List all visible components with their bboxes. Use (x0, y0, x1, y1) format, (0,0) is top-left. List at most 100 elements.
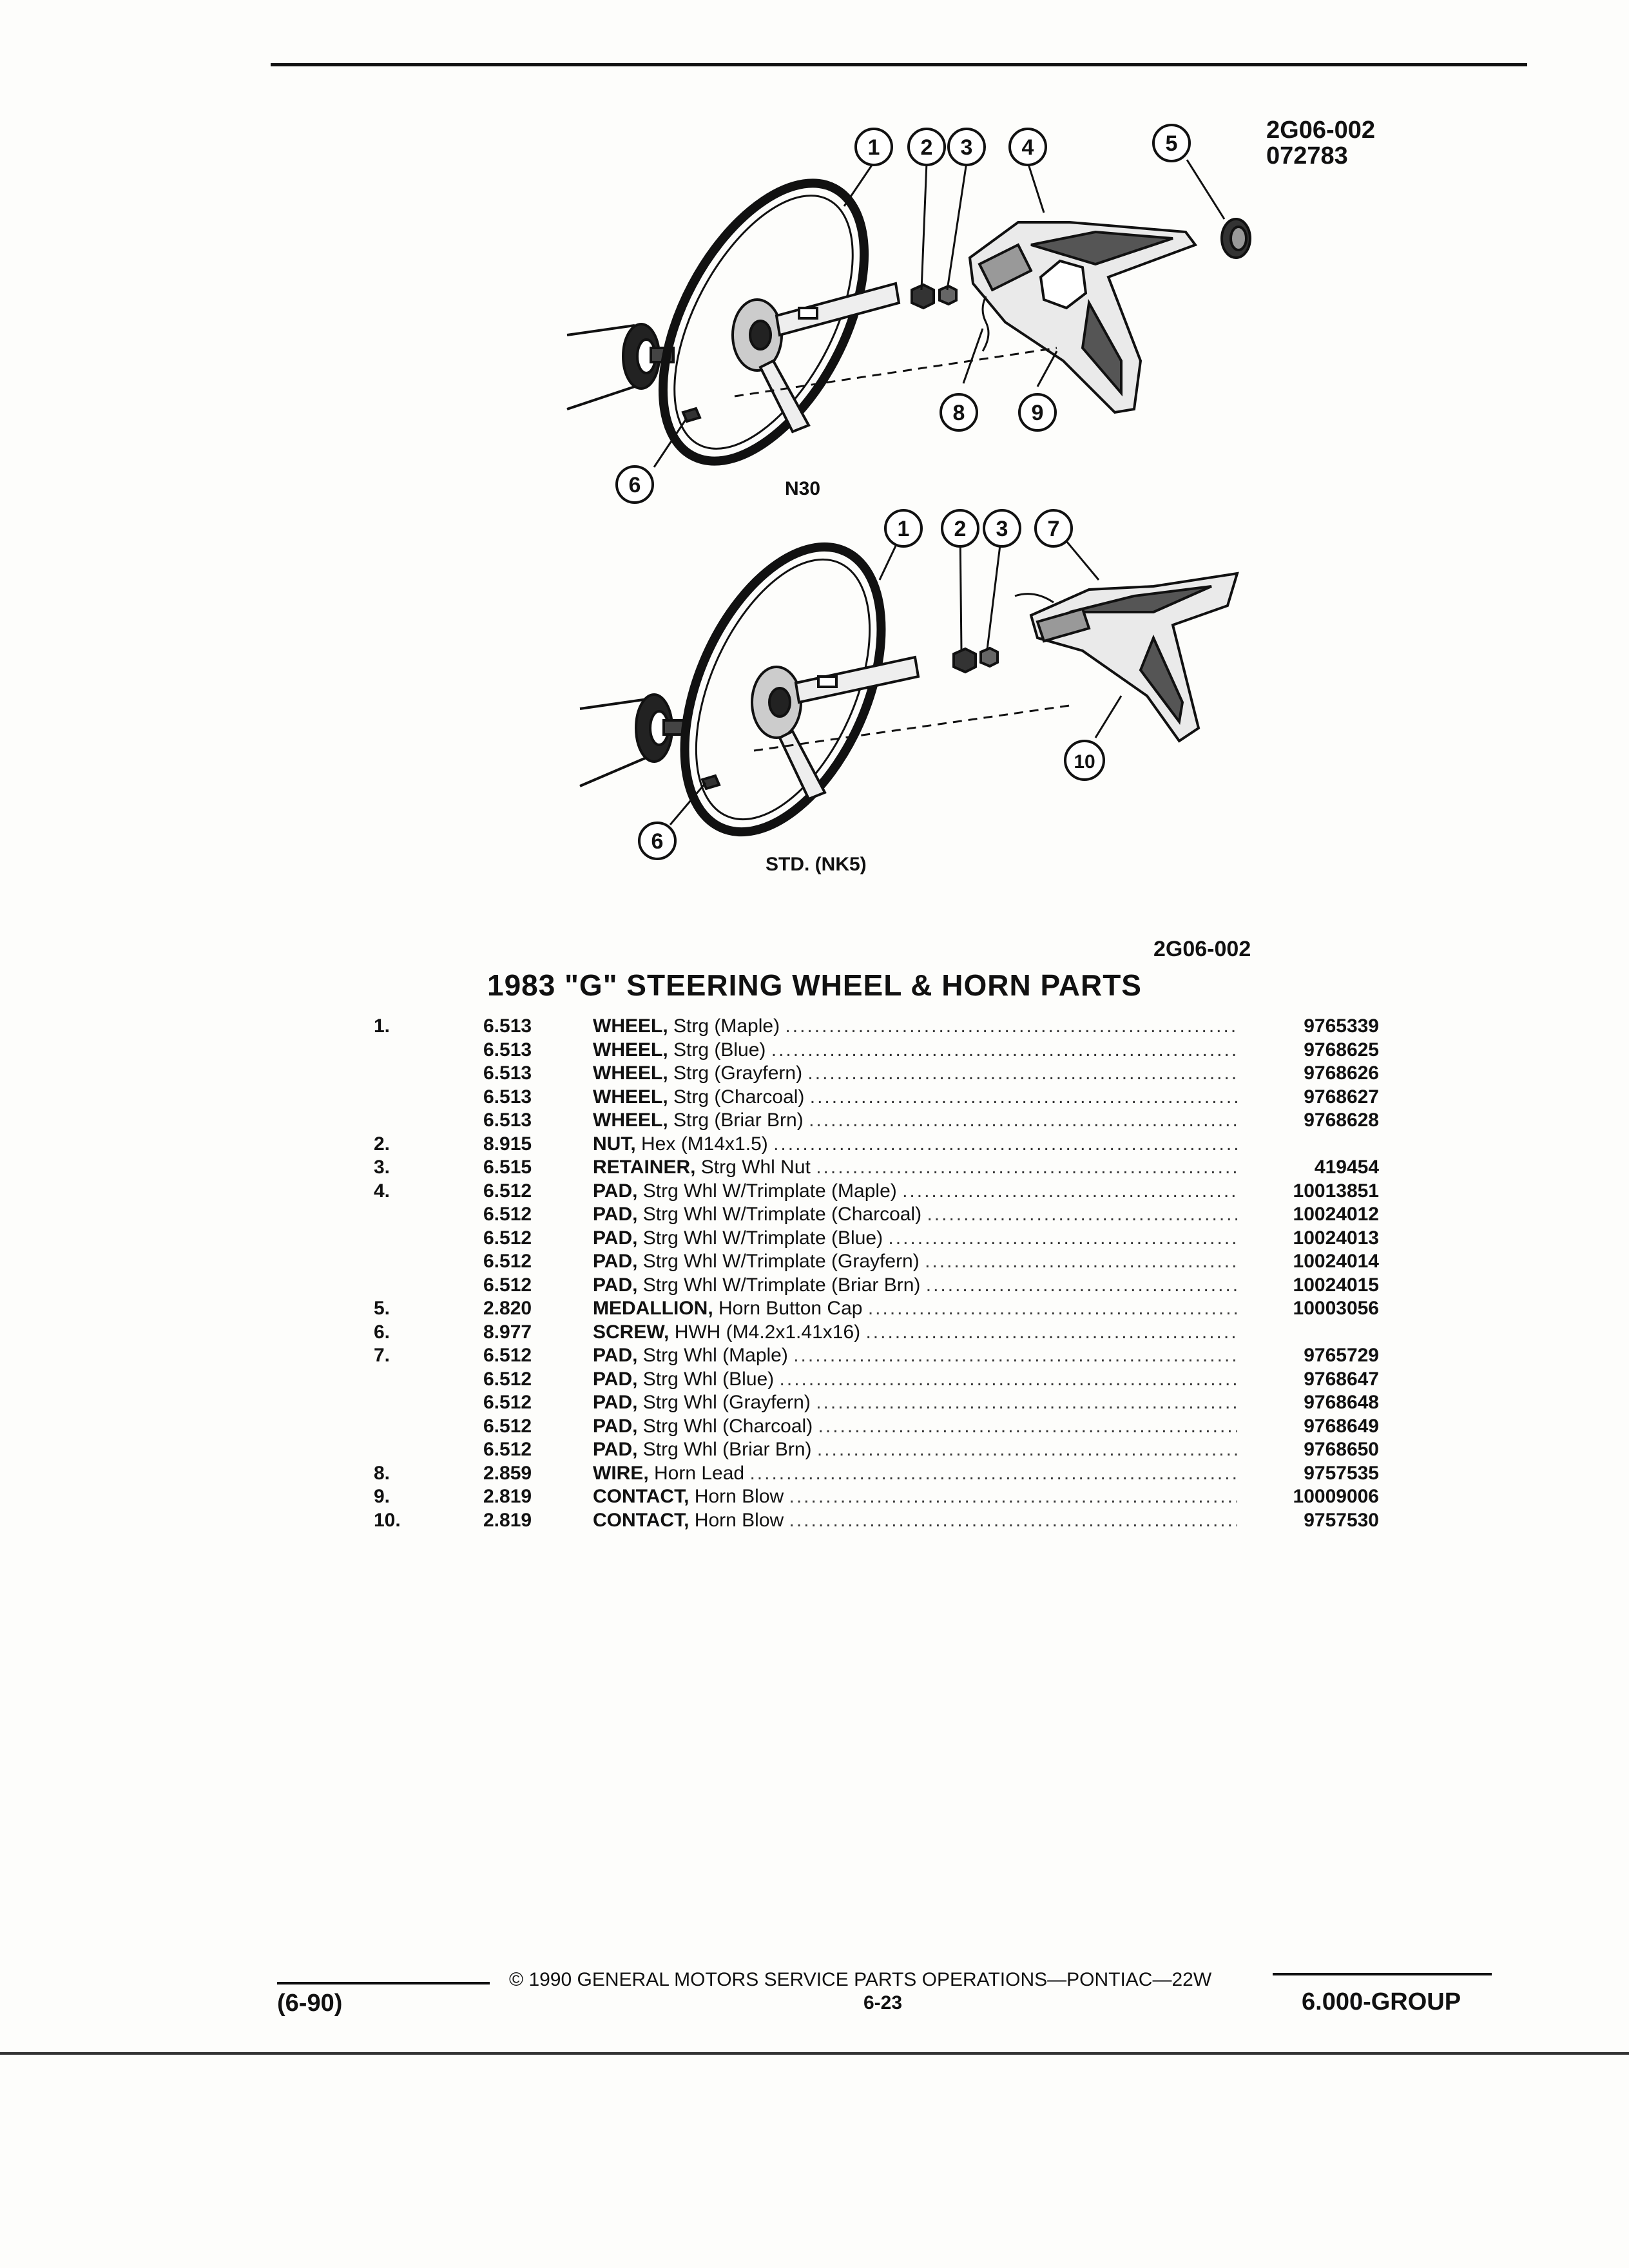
part-ref: 10. (374, 1509, 401, 1531)
svg-text:10: 10 (1074, 751, 1095, 773)
part-detail: Strg Whl W/Trimplate (Charcoal) (642, 1204, 922, 1225)
part-name: PAD, (593, 1415, 638, 1437)
part-name: CONTACT, (593, 1509, 689, 1531)
part-detail: Strg Whl W/Trimplate (Blue) (642, 1227, 883, 1249)
callout-6-lower: 6 (638, 822, 677, 860)
part-detail: Strg Whl (Briar Brn) (642, 1439, 812, 1460)
part-group: 6.513 (483, 1039, 532, 1061)
part-name: CONTACT, (593, 1486, 689, 1507)
part-group: 6.512 (483, 1345, 532, 1366)
part-group: 6.512 (483, 1392, 532, 1413)
lower-view-label: STD. (NK5) (766, 854, 867, 875)
part-description: PAD, Strg Whl (Maple) ..................… (593, 1345, 1237, 1366)
callout-3-lower: 3 (983, 509, 1021, 548)
part-group: 8.915 (483, 1133, 532, 1155)
bottom-rule (0, 2052, 1629, 2055)
part-group: 6.512 (483, 1180, 532, 1202)
part-description: WIRE, Horn Lead ........................… (593, 1462, 1237, 1484)
part-description: PAD, Strg Whl W/Trimplate (Briar Brn) ..… (593, 1274, 1237, 1296)
part-group: 2.819 (483, 1509, 532, 1531)
upper-horn-wire (981, 296, 990, 352)
upper-nut-and-retainer (911, 283, 958, 310)
part-ref: 3. (374, 1157, 390, 1178)
part-group: 6.512 (483, 1251, 532, 1272)
part-number: 10009006 (1293, 1486, 1379, 1507)
part-description: PAD, Strg Whl (Blue) ...................… (593, 1368, 1237, 1390)
part-number: 9768649 (1304, 1415, 1379, 1437)
part-number: 9757530 (1304, 1509, 1379, 1531)
part-ref: 8. (374, 1462, 390, 1484)
part-description: NUT, Hex (M14x1.5) .....................… (593, 1133, 1237, 1155)
part-detail: Strg Whl (Grayfern) (642, 1392, 811, 1413)
part-number: 9765729 (1304, 1345, 1379, 1366)
callout-4-upper: 4 (1008, 128, 1047, 166)
part-ref: 5. (374, 1298, 390, 1319)
page-number: 6-23 (863, 1992, 903, 2013)
part-detail: Strg Whl Nut (700, 1157, 811, 1178)
part-description: WHEEL, Strg (Grayfern) .................… (593, 1062, 1237, 1084)
part-group: 6.513 (483, 1110, 532, 1131)
part-detail: Strg (Blue) (673, 1039, 766, 1061)
part-number: 10003056 (1293, 1298, 1379, 1319)
part-number: 9768647 (1304, 1368, 1379, 1390)
part-name: PAD, (593, 1180, 638, 1202)
part-ref: 4. (374, 1180, 390, 1202)
part-number: 10013851 (1293, 1180, 1379, 1202)
upper-leader-lines (653, 159, 1226, 468)
part-group: 6.515 (483, 1157, 532, 1178)
part-group: 6.513 (483, 1086, 532, 1108)
part-number: 9765339 (1304, 1015, 1379, 1037)
figure-date-code: 072783 (1266, 142, 1348, 169)
part-name: WHEEL, (593, 1086, 668, 1108)
callout-3-upper: 3 (947, 128, 986, 166)
svg-text:2: 2 (921, 135, 933, 160)
part-description: CONTACT, Horn Blow .....................… (593, 1486, 1237, 1507)
footer-rule-left (277, 1982, 490, 1984)
svg-text:3: 3 (961, 135, 973, 160)
svg-text:7: 7 (1048, 517, 1060, 541)
copyright-text: © 1990 GENERAL MOTORS SERVICE PARTS OPER… (509, 1969, 1212, 1990)
part-detail: Strg Whl W/Trimplate (Briar Brn) (642, 1274, 921, 1296)
callout-5-upper: 5 (1152, 124, 1191, 162)
part-name: PAD, (593, 1274, 638, 1296)
callout-2-lower: 2 (941, 509, 979, 548)
svg-text:8: 8 (953, 401, 965, 425)
part-detail: Hex (M14x1.5) (641, 1133, 768, 1155)
part-detail: Horn Blow (694, 1486, 784, 1507)
part-number: 9768627 (1304, 1086, 1379, 1108)
part-group: 6.512 (483, 1439, 532, 1460)
callout-2-upper: 2 (907, 128, 946, 166)
part-group: 6.512 (483, 1227, 532, 1249)
svg-text:5: 5 (1166, 131, 1178, 156)
part-name: WHEEL, (593, 1110, 668, 1131)
part-name: WHEEL, (593, 1039, 668, 1061)
svg-text:1: 1 (898, 517, 910, 541)
part-group: 6.512 (483, 1204, 532, 1225)
part-group: 6.512 (483, 1274, 532, 1296)
svg-text:1: 1 (868, 135, 880, 160)
svg-text:2: 2 (954, 517, 967, 541)
page-title: 1983 "G" STEERING WHEEL & HORN PARTS (487, 968, 1142, 1002)
part-number: 10024015 (1293, 1274, 1379, 1296)
part-name: PAD, (593, 1251, 638, 1272)
part-name: MEDALLION, (593, 1298, 713, 1319)
svg-text:6: 6 (629, 473, 641, 497)
part-detail: Strg (Briar Brn) (673, 1110, 804, 1131)
upper-view-label: N30 (785, 478, 821, 499)
part-number: 9768648 (1304, 1392, 1379, 1413)
